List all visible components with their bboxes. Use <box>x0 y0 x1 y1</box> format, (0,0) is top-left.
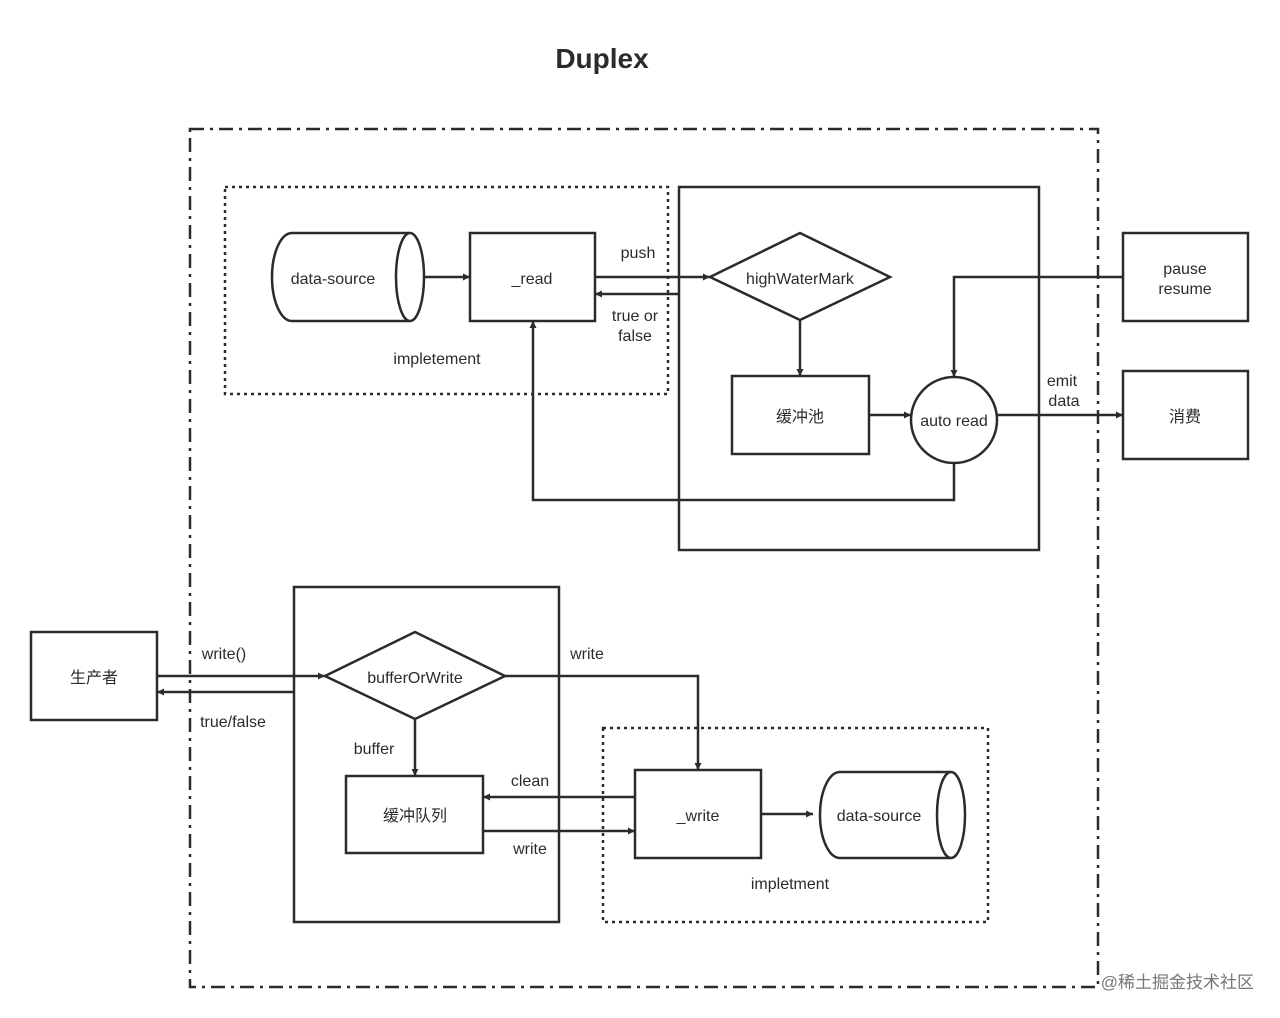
pause-label: pause <box>1163 261 1207 278</box>
resume-label: resume <box>1158 281 1211 298</box>
queue-write-label: write <box>512 841 547 858</box>
consumer-label: 消费 <box>1169 408 1201 426</box>
write-data-source-cylinder: data-source <box>818 770 967 860</box>
read-implementation-box <box>223 185 670 396</box>
read-data-source-label: data-source <box>291 271 376 288</box>
readable-state-box <box>677 185 1041 552</box>
push-label: push <box>621 245 656 262</box>
pause-resume-box <box>1121 231 1250 323</box>
true-false-label: true/false <box>200 714 266 731</box>
direct-write-label: write <box>569 646 604 663</box>
return-label-line2: false <box>618 328 652 345</box>
return-label-line1: true or <box>612 308 659 325</box>
buffer-queue-box <box>344 774 485 855</box>
pause-resume-arrow <box>950 275 1123 377</box>
watermark-text: @稀土掘金技术社区 <box>1101 973 1254 992</box>
producer-label: 生产者 <box>70 669 118 687</box>
read-method-label: _read <box>511 271 553 288</box>
write-implementation-label: impletment <box>751 876 830 893</box>
write-data-source-label: data-source <box>837 808 922 825</box>
auto-read-label: auto read <box>920 413 988 430</box>
write-method-box <box>633 768 763 860</box>
write-implementation-box <box>601 726 990 924</box>
read-implementation-label: impletement <box>393 351 481 368</box>
direct-write-arrow <box>505 674 702 770</box>
autoread-loop-arrow <box>529 321 956 502</box>
buffer-pool-label: 缓冲池 <box>776 408 824 426</box>
emit-label-line1: emit <box>1047 373 1078 390</box>
writable-state-box <box>292 585 561 924</box>
duplex-boundary <box>188 127 1100 989</box>
highwatermark-label: highWaterMark <box>746 271 855 288</box>
clean-label: clean <box>511 773 549 790</box>
buffer-or-write-label: bufferOrWrite <box>367 670 463 687</box>
consumer-box <box>1121 369 1250 461</box>
write-method-label: _write <box>676 808 720 825</box>
write-call-label: write() <box>201 646 246 663</box>
read-data-source-cylinder: data-source <box>270 231 426 323</box>
buffer-label: buffer <box>354 741 395 758</box>
diagram-title: Duplex <box>555 43 649 74</box>
buffer-queue-label: 缓冲队列 <box>383 807 447 825</box>
emit-label-line2: data <box>1048 393 1079 410</box>
